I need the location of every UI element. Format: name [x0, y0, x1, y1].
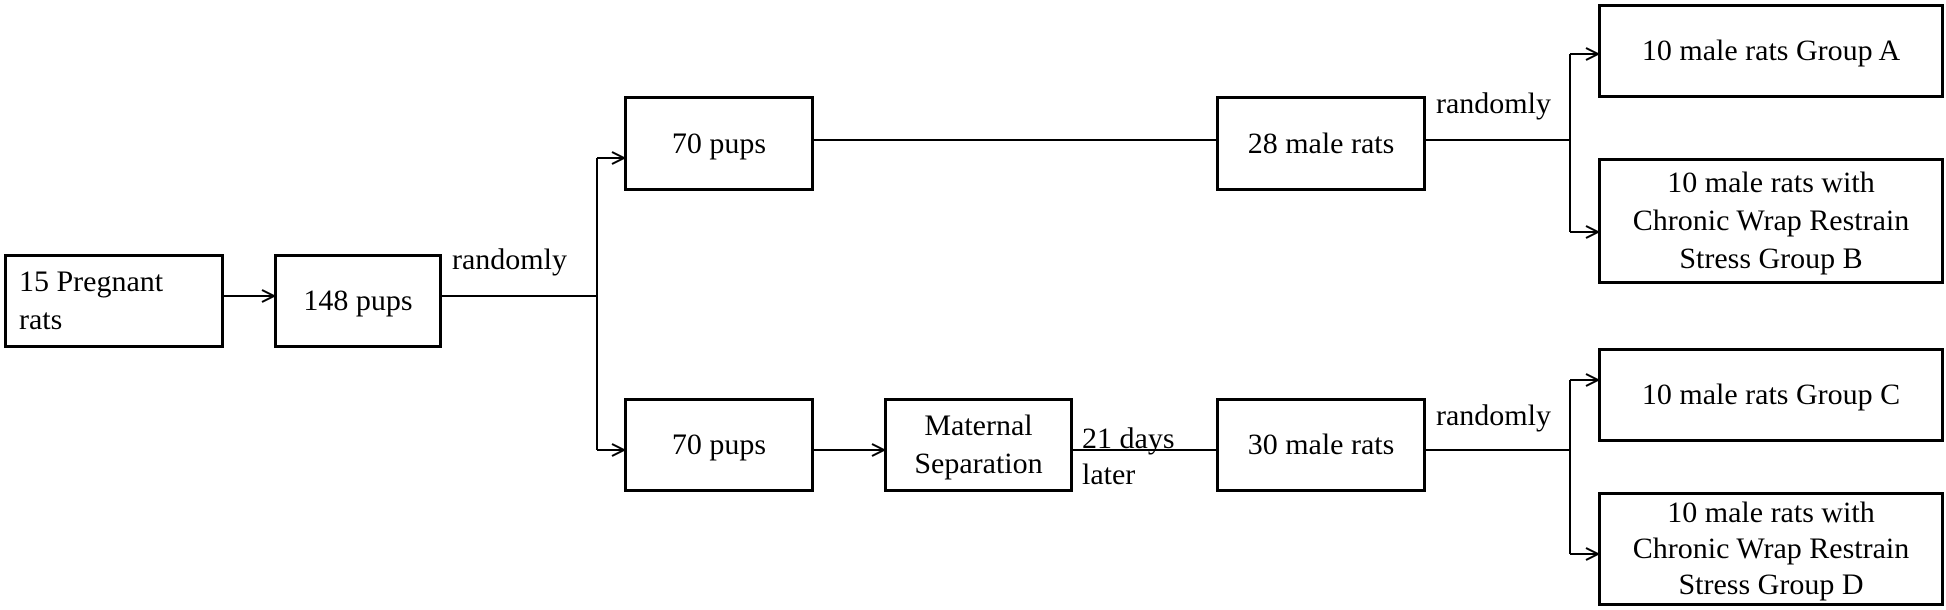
- node-group-d: 10 male rats with Chronic Wrap Restrain …: [1598, 492, 1944, 606]
- node-maternal-separation: Maternal Separation: [884, 398, 1073, 492]
- node-148-pups: 148 pups: [274, 254, 442, 348]
- node-28-male-rats: 28 male rats: [1216, 96, 1426, 191]
- node-70-pups-top: 70 pups: [624, 96, 814, 191]
- node-pregnant-rats: 15 Pregnant rats: [4, 254, 224, 348]
- edge-label-21-days-later: 21 days later: [1082, 422, 1175, 491]
- edge-label-randomly-3: randomly: [1436, 399, 1551, 432]
- edge-label-randomly-1: randomly: [452, 243, 567, 276]
- node-group-a: 10 male rats Group A: [1598, 4, 1944, 98]
- node-group-c: 10 male rats Group C: [1598, 348, 1944, 442]
- node-70-pups-bottom: 70 pups: [624, 398, 814, 492]
- node-group-b: 10 male rats with Chronic Wrap Restrain …: [1598, 158, 1944, 284]
- edge-label-randomly-2: randomly: [1436, 87, 1551, 120]
- node-30-male-rats: 30 male rats: [1216, 398, 1426, 492]
